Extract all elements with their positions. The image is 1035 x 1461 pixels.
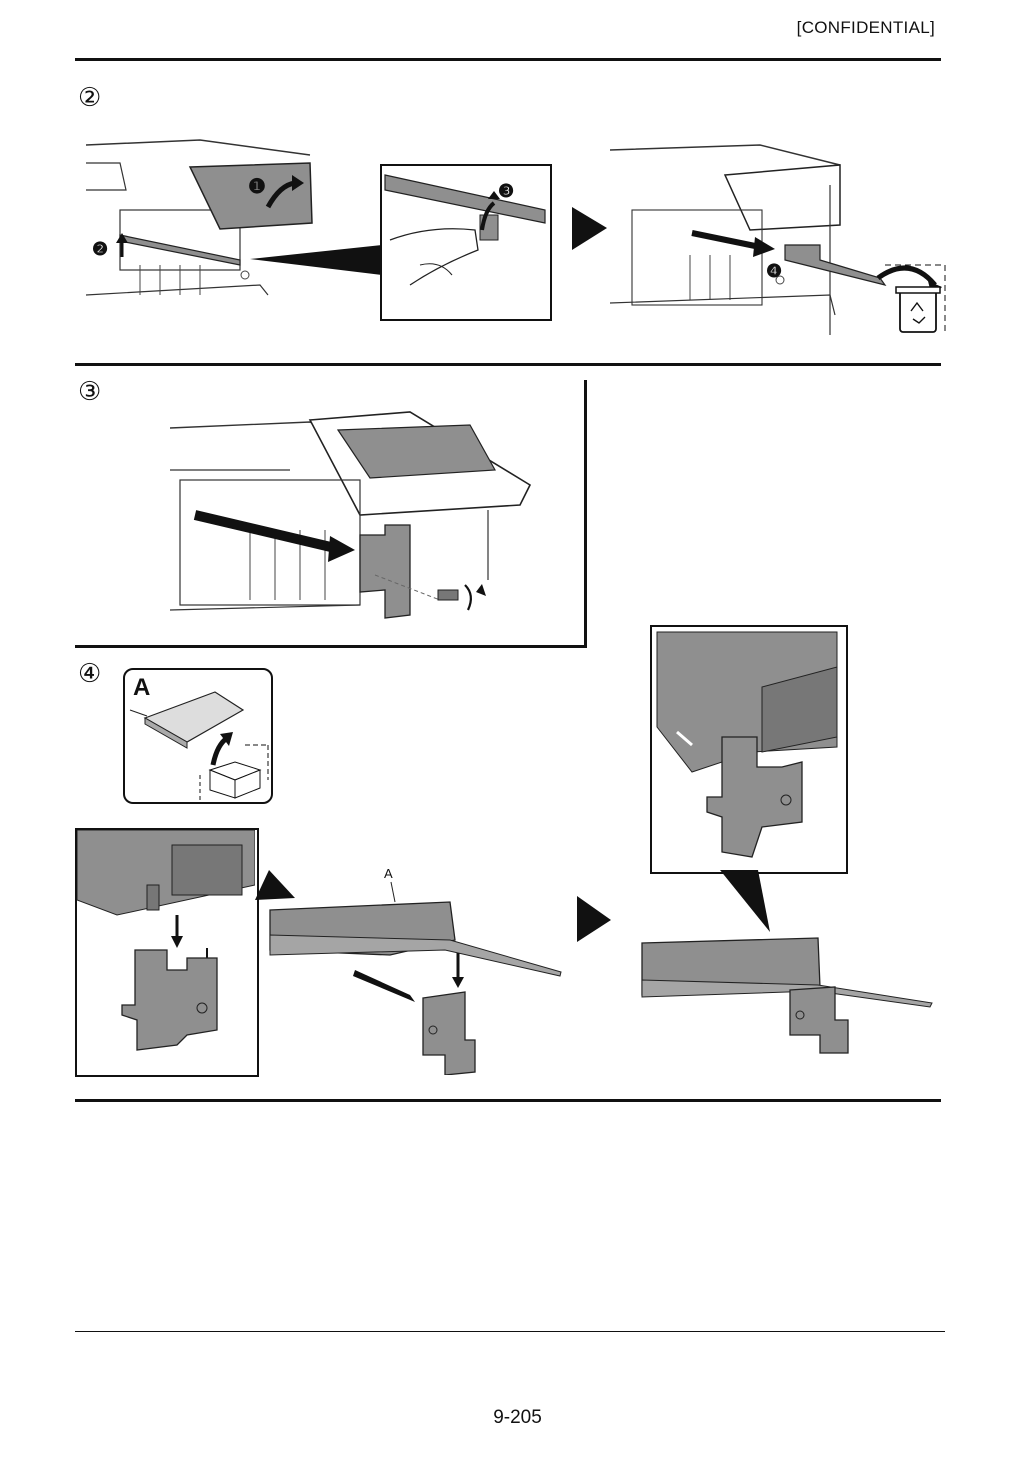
callout-3: ❸ (498, 181, 514, 201)
machine-right-figure (609, 144, 887, 335)
step-3-illustration (170, 411, 532, 619)
step-2-illustration: ❶ ❷ ❸ ❹ (85, 139, 946, 335)
step-2-number: ② (78, 83, 102, 113)
box-icon (208, 761, 262, 799)
rule-step-2-bottom (75, 363, 941, 366)
machine-left-figure (85, 139, 313, 296)
footer-rule (75, 1331, 945, 1332)
detail-right-illustration (656, 631, 838, 858)
part-a-small-label: A (384, 866, 393, 881)
callout-2: ❷ (92, 239, 108, 259)
detail-box-left (75, 828, 259, 1077)
callout-1: ❶ (248, 176, 266, 198)
step-3-number: ③ (78, 377, 102, 407)
part-a-illustration (129, 691, 269, 800)
step-4-center-illustration (269, 881, 562, 1075)
page-number: 9-205 (493, 1407, 542, 1428)
step-4-right-illustration (641, 937, 933, 1054)
step-4-number: ④ (78, 659, 102, 689)
confidential-label: [CONFIDENTIAL] (796, 18, 935, 37)
rule-step-4-bottom (75, 1099, 941, 1102)
top-rule (75, 58, 941, 61)
screwdriver-rotate-icon (437, 584, 486, 611)
bracket-part (359, 524, 411, 619)
callout-wedge-right (720, 870, 770, 932)
step-3-box-right (584, 380, 587, 648)
arrow-right-icon (572, 207, 607, 250)
part-a-label: A (133, 674, 151, 701)
recycle-bin-icon (895, 286, 941, 333)
detail-left-illustration (77, 830, 255, 1051)
part-a-box (123, 668, 273, 804)
step-3-box-bottom (75, 645, 587, 648)
callout-wedge-left (255, 870, 295, 900)
callout-4: ❹ (766, 261, 782, 281)
arrow-right-icon-2 (577, 896, 611, 942)
